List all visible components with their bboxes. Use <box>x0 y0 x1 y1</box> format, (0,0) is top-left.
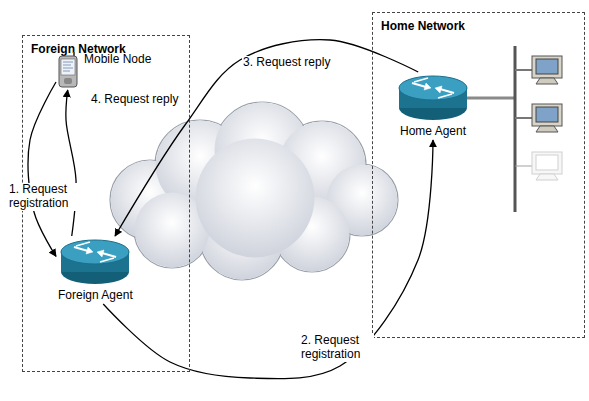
edge-label: 4. Request reply <box>90 93 179 107</box>
network-region: Home NetworkHome Agent <box>372 12 585 338</box>
region-title: Home Network <box>381 19 465 33</box>
node-label: Foreign Agent <box>58 288 133 302</box>
lan-link <box>466 97 515 100</box>
computer <box>515 152 562 180</box>
edge-label: 1. Request registration <box>8 183 82 211</box>
router-icon <box>60 238 130 286</box>
edge-label: 3. Request reply <box>242 56 331 70</box>
computer <box>515 104 562 132</box>
node-label: Home Agent <box>400 124 466 138</box>
edge-label: 2. Request registration <box>300 334 374 362</box>
message-arrow <box>28 82 56 256</box>
router-icon <box>398 74 468 122</box>
message-arrow <box>103 140 433 379</box>
cloud <box>110 102 398 280</box>
home-agent: Home Agent <box>396 72 470 140</box>
foreign-agent: Foreign Agent <box>56 236 135 304</box>
mobile-node: Mobile Node <box>56 50 153 90</box>
message-arrow <box>66 90 76 236</box>
computer <box>515 56 562 84</box>
phone-icon <box>58 52 78 88</box>
node-label: Mobile Node <box>84 52 151 66</box>
